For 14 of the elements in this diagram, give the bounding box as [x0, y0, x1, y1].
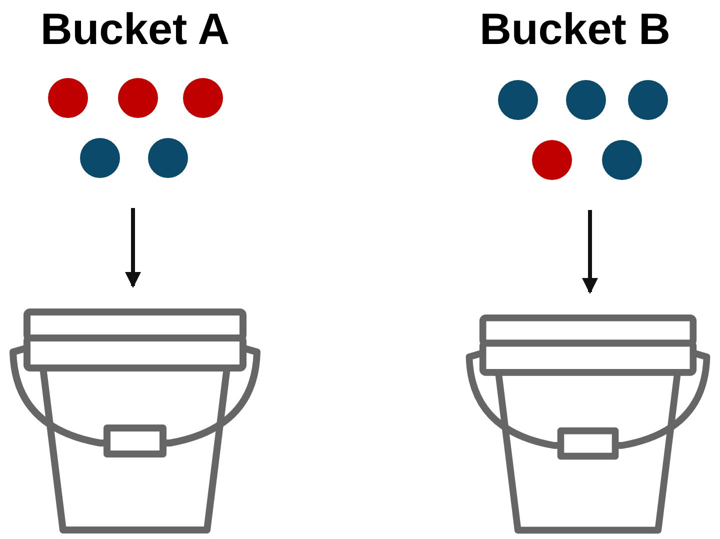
- ball: [532, 140, 572, 180]
- ball: [80, 138, 120, 178]
- ball: [118, 78, 158, 118]
- ball: [48, 78, 88, 118]
- ball: [183, 78, 223, 118]
- heading: Bucket A: [40, 8, 230, 52]
- arrow: [125, 208, 141, 288]
- ball: [566, 80, 606, 120]
- ball: [148, 138, 188, 178]
- ball: [498, 80, 538, 120]
- arrow: [582, 210, 598, 294]
- ball: [628, 80, 668, 120]
- ball: [602, 140, 642, 180]
- heading: Bucket B: [480, 8, 670, 52]
